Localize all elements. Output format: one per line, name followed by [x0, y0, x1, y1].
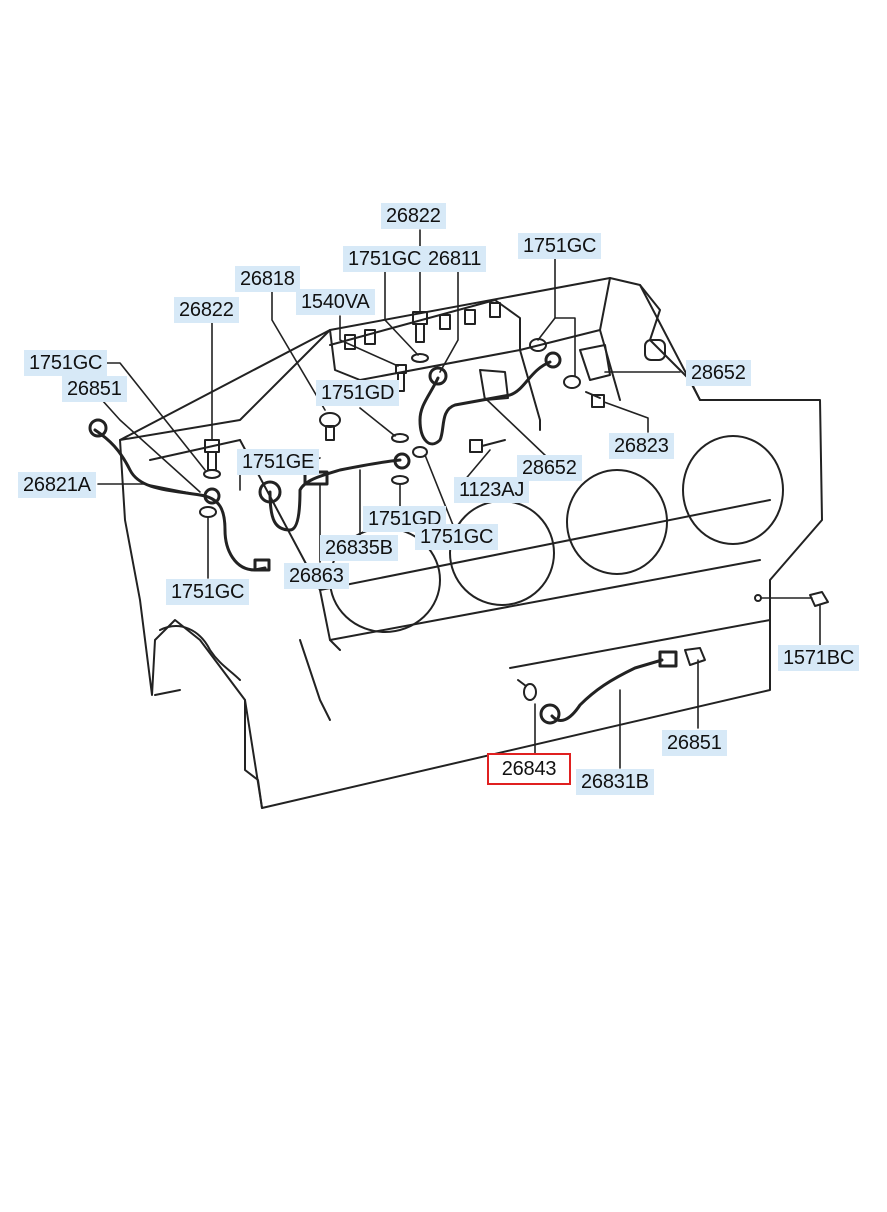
label-26851-right: 26851 — [662, 730, 727, 756]
label-1751ge: 1751GE — [237, 449, 320, 475]
cylinder-bores — [329, 435, 784, 633]
label-26851-left: 26851 — [62, 376, 127, 402]
label-26831b: 26831B — [576, 769, 654, 795]
top-cover — [329, 299, 666, 361]
label-26823: 26823 — [609, 433, 674, 459]
label-26818: 26818 — [235, 266, 300, 292]
label-26835b: 26835B — [320, 535, 398, 561]
oil-pipe-top — [418, 351, 562, 446]
label-1751gd-top: 1751GD — [316, 380, 400, 406]
label-1751gc-left: 1751GC — [24, 350, 108, 376]
label-26822-top: 26822 — [381, 203, 446, 229]
label-1751gc-bottom: 1751GC — [166, 579, 250, 605]
label-26821a: 26821A — [18, 472, 96, 498]
label-1540va: 1540VA — [296, 289, 375, 315]
oil-pipe-upper — [258, 452, 411, 532]
label-26822-left: 26822 — [174, 297, 239, 323]
label-26843-highlighted[interactable]: 26843 — [487, 753, 571, 785]
label-1571bc: 1571BC — [778, 645, 860, 671]
label-1751gc-right-top: 1751GC — [518, 233, 602, 259]
small-parts — [199, 311, 829, 701]
engine-block-outline — [119, 277, 823, 809]
label-1123aj: 1123AJ — [454, 477, 530, 503]
label-1751gc-mid: 1751GC — [415, 524, 499, 550]
label-28652-mid: 28652 — [517, 455, 582, 481]
label-26863: 26863 — [284, 563, 349, 589]
label-28652-right: 28652 — [686, 360, 751, 386]
oil-pipe-lower — [539, 650, 678, 725]
label-26811: 26811 — [423, 246, 487, 272]
label-1751gc-top: 1751GC — [343, 246, 427, 272]
